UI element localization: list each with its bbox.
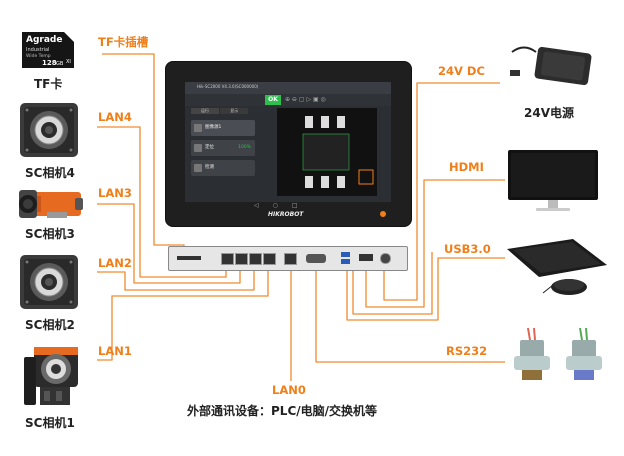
screen-topbar: Hik-SC2000 V4.3.0(SC000000): [185, 82, 391, 94]
usb-port-1[interactable]: [341, 252, 350, 257]
lan4-port[interactable]: [221, 253, 234, 265]
toolbar-icons: ⊕ ⊖ ▢ ▷ ▣ ◎: [285, 96, 326, 103]
power-label: 24V电源: [524, 106, 574, 120]
usb-label: USB3.0: [444, 242, 491, 256]
camera-4-label: SC相机4: [25, 166, 75, 180]
lan2-port[interactable]: [249, 253, 262, 265]
lan1-port[interactable]: [263, 253, 276, 265]
serial-connectors-image: [514, 327, 602, 380]
tf-card-label: TF卡: [34, 77, 63, 91]
camera-2-image: [20, 255, 78, 309]
power-button[interactable]: [380, 211, 386, 217]
hdmi-label: HDMI: [449, 160, 484, 174]
rs232-label: RS232: [446, 344, 488, 358]
camera-2-label: SC相机2: [25, 318, 75, 332]
keyboard-mouse-image: [507, 239, 607, 295]
ok-badge[interactable]: OK: [265, 95, 281, 105]
camera-3-image: [19, 190, 83, 218]
module-list: 运行 显示 图像源1 定位 100% 检测: [191, 108, 255, 188]
svg-text:Wide Temp: Wide Temp: [26, 53, 51, 59]
monitor-image: [508, 150, 598, 211]
tf-slot[interactable]: [177, 256, 201, 260]
camera-1-image: [24, 347, 78, 405]
hdmi-port[interactable]: [359, 254, 373, 261]
external-devices-caption: 外部通讯设备：PLC/电脑/交换机等: [187, 404, 378, 418]
svg-text:128: 128: [42, 59, 57, 67]
lan3-port[interactable]: [235, 253, 248, 265]
io-strip: [168, 246, 408, 271]
panel-pc: Hik-SC2000 V4.3.0(SC000000) OK ⊕ ⊖ ▢ ▷ ▣…: [165, 61, 412, 227]
camera-1-label: SC相机1: [25, 416, 75, 430]
screen-title: Hik-SC2000 V4.3.0(SC000000): [197, 84, 259, 89]
screen-toolbar: OK ⊕ ⊖ ▢ ▷ ▣ ◎: [185, 94, 391, 106]
camera-3-label: SC相机3: [25, 227, 75, 241]
panel-screen: Hik-SC2000 V4.3.0(SC000000) OK ⊕ ⊖ ▢ ▷ ▣…: [185, 82, 391, 202]
panel-nav-icons: ◁○□: [254, 202, 312, 209]
lan1-label: LAN1: [98, 344, 132, 358]
usb-port-2[interactable]: [341, 259, 350, 264]
tf-card-image: Agrade Industrial Wide Temp 128 GB XI: [22, 32, 74, 68]
power-adapter-image: [510, 46, 592, 86]
lan4-label: LAN4: [98, 110, 132, 124]
camera-4-image: [20, 103, 78, 157]
lan3-label: LAN3: [98, 186, 132, 200]
lan2-label: LAN2: [98, 256, 132, 270]
sd-brand: Agrade: [26, 35, 62, 45]
lan0-label: LAN0: [272, 383, 306, 397]
tf-slot-label: TF卡插槽: [98, 35, 149, 49]
image-view: [277, 108, 377, 196]
module-item[interactable]: 图像源1: [191, 120, 255, 136]
lan0-port[interactable]: [284, 253, 297, 265]
svg-text:GB: GB: [56, 61, 64, 67]
module-item[interactable]: 定位 100%: [191, 140, 255, 156]
rs232-port[interactable]: [306, 254, 326, 263]
dc-label: 24V DC: [438, 64, 485, 78]
module-item[interactable]: 检测: [191, 160, 255, 176]
tab-row: 运行 显示: [191, 108, 255, 116]
svg-text:XI: XI: [66, 59, 71, 65]
panel-brand: HIKROBOT: [268, 211, 304, 218]
svg-text:Industrial: Industrial: [26, 47, 49, 53]
dc-port[interactable]: [380, 253, 391, 264]
